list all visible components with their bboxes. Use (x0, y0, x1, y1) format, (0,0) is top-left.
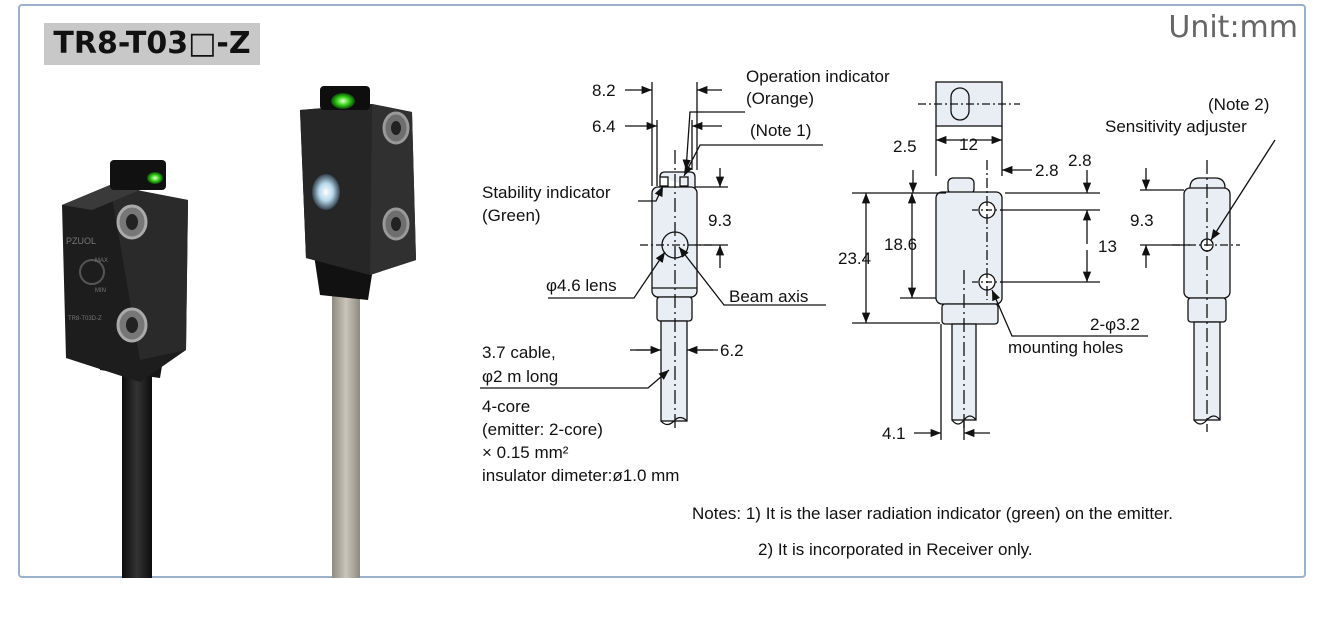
sensor-photo-receiver (300, 86, 416, 578)
lens-label: φ4.6 lens (546, 276, 617, 295)
core-label-4: insulator dimeter:ø1.0 mm (482, 466, 679, 485)
note-line-2: 2) It is incorporated in Receiver only. (758, 540, 1033, 559)
core-label-3: × 0.15 mm² (482, 443, 569, 462)
dim-6-4: 6.4 (592, 117, 616, 136)
dim-12: 12 (959, 135, 978, 154)
brand-mark: PZUOL (66, 236, 96, 246)
dim-13: 13 (1098, 237, 1117, 256)
holes-label-1: 2-φ3.2 (1090, 315, 1140, 334)
sensitivity-adjuster-label: Sensitivity adjuster (1105, 117, 1247, 136)
sensor-photo-emitter: PZUOL MAX MIN TR8-T03D-Z (62, 160, 188, 578)
model-title: TR8-T03□-Z (44, 23, 260, 65)
cable-label-1: 3.7 cable, (482, 343, 556, 362)
stability-indicator-color: (Green) (482, 206, 541, 225)
drawing-side-view (852, 81, 1148, 440)
dim-9-3-receiver: 9.3 (1130, 211, 1154, 230)
cable-label-2: φ2 m long (482, 367, 558, 386)
model-mark: TR8-T03D-Z (68, 316, 102, 322)
dim-18-6: 18.6 (884, 235, 917, 254)
dim-2-8-b: 2.8 (1068, 151, 1092, 170)
note-line-1: Notes: 1) It is the laser radiation indi… (692, 504, 1173, 523)
stability-indicator-label: Stability indicator (482, 183, 611, 202)
note1-ref: (Note 1) (750, 121, 811, 140)
beam-axis-label: Beam axis (729, 287, 808, 306)
max-mark: MAX (95, 258, 108, 264)
dim-8-2: 8.2 (592, 81, 616, 100)
operation-indicator-label: Operation indicator (746, 67, 890, 86)
core-label-1: 4-core (482, 397, 530, 416)
drawing-receiver-view (1140, 139, 1276, 432)
core-label-2: (emitter: 2-core) (482, 420, 603, 439)
dim-2-8-a: 2.8 (1035, 161, 1059, 180)
unit-label: Unit:mm (1168, 10, 1298, 45)
min-mark: MIN (95, 288, 106, 294)
dim-2-5: 2.5 (893, 137, 917, 156)
dim-23-4: 23.4 (838, 249, 871, 268)
holes-label-2: mounting holes (1008, 338, 1123, 357)
note2-ref: (Note 2) (1208, 95, 1269, 114)
dim-4-1: 4.1 (882, 424, 906, 443)
drawing-front-view (480, 82, 826, 430)
dim-6-2: 6.2 (720, 341, 744, 360)
dim-9-3-front: 9.3 (708, 211, 732, 230)
operation-indicator-color: (Orange) (746, 89, 814, 108)
